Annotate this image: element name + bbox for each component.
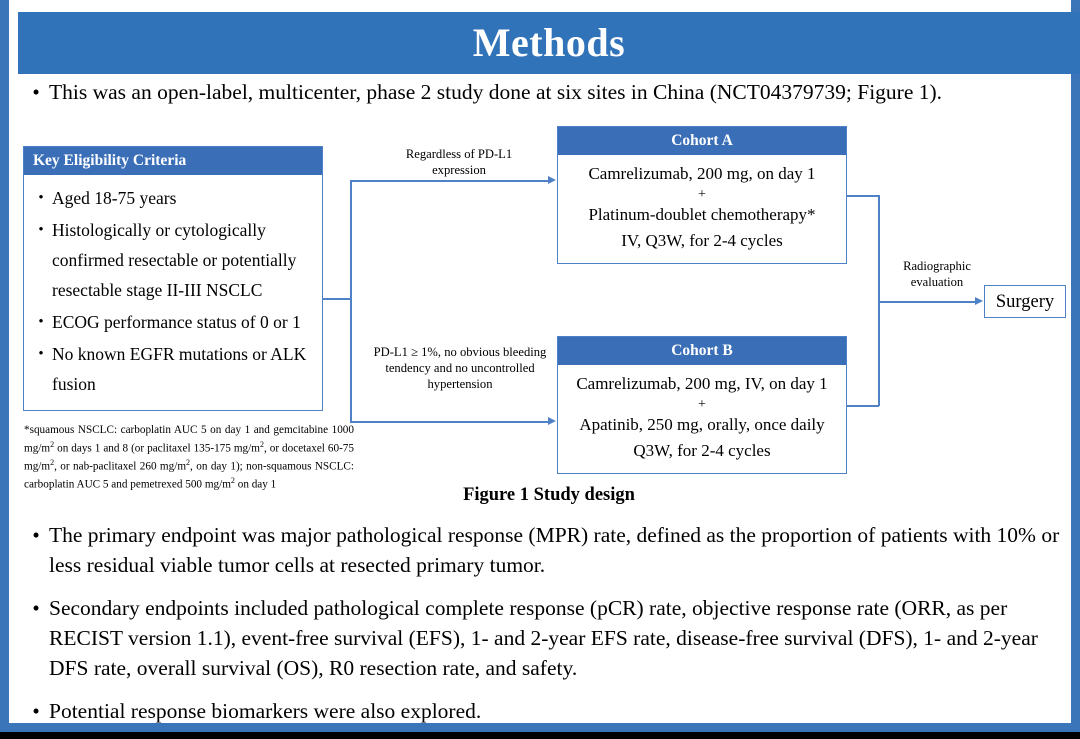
cohort-a-plus-symbol: + (698, 187, 706, 202)
surgery-box: Surgery (984, 285, 1066, 318)
connector-line (878, 301, 976, 303)
bullet-marker-icon: • (38, 314, 44, 330)
biomarkers-text: Potential response biomarkers were also … (49, 699, 482, 723)
bullet-marker-icon: • (32, 80, 40, 104)
cohort-a-line-1: Camrelizumab, 200 mg, on day 1 (588, 164, 816, 183)
eligibility-box-body: • Aged 18-75 years • Histologically or c… (24, 175, 322, 405)
arrow-head-icon (548, 176, 556, 184)
list-item: • Histologically or cytologically confir… (30, 215, 316, 305)
arrow-head-icon (548, 417, 556, 425)
eligibility-item-label: ECOG performance status of 0 or 1 (52, 312, 301, 332)
bullet-marker-icon: • (38, 222, 44, 238)
connector-line (847, 405, 879, 407)
intro-bullet-text: This was an open-label, multicenter, pha… (49, 80, 943, 104)
intro-bullet: • This was an open-label, multicenter, p… (23, 78, 1073, 106)
primary-endpoint-text: The primary endpoint was major pathologi… (49, 523, 1060, 577)
cohort-a-header: Cohort A (558, 127, 846, 155)
cohort-b-line-1: Camrelizumab, 200 mg, IV, on day 1 (576, 374, 828, 393)
connector-line (350, 180, 352, 422)
bullet-marker-icon: • (38, 346, 44, 362)
eligibility-criteria-box: Key Eligibility Criteria • Aged 18-75 ye… (23, 146, 323, 411)
chemotherapy-footnote: *squamous NSCLC: carboplatin AUC 5 on da… (24, 424, 354, 491)
connector-line (847, 195, 879, 197)
cohort-a-box: Cohort A Camrelizumab, 200 mg, on day 1 … (557, 126, 847, 264)
cohort-b-body: Camrelizumab, 200 mg, IV, on day 1 + Apa… (558, 365, 846, 470)
connector-line (323, 298, 351, 300)
eligibility-item-label: Aged 18-75 years (52, 188, 177, 208)
bullet-marker-icon: • (32, 699, 40, 723)
eligibility-item-label: Histologically or cytologically confirme… (52, 220, 297, 300)
surgery-label: Surgery (995, 291, 1055, 312)
list-item: • ECOG performance status of 0 or 1 (30, 307, 316, 337)
annotation-radiographic-evaluation: Radiographic evaluation (903, 259, 971, 289)
bullet-marker-icon: • (32, 523, 40, 547)
cohort-b-line-3: Q3W, for 2-4 cycles (633, 441, 771, 460)
cohort-a-line-3: IV, Q3W, for 2-4 cycles (621, 231, 783, 250)
bullet-marker-icon: • (38, 190, 44, 206)
secondary-endpoints-text: Secondary endpoints included pathologica… (49, 596, 1038, 680)
bullet-marker-icon: • (32, 596, 40, 620)
list-item: • Potential response biomarkers were als… (23, 696, 1075, 726)
cohort-b-plus-symbol: + (698, 397, 706, 412)
cohort-b-header: Cohort B (558, 337, 846, 365)
list-item: • No known EGFR mutations or ALK fusion (30, 339, 316, 399)
connector-line (350, 421, 549, 423)
cohort-a-line-2: Platinum-doublet chemotherapy* (588, 205, 816, 224)
connector-line (350, 180, 549, 182)
page-title: Methods (472, 20, 626, 65)
slide-title-bar: Methods (18, 12, 1080, 74)
cohort-b-box: Cohort B Camrelizumab, 200 mg, IV, on da… (557, 336, 847, 474)
list-item: • Aged 18-75 years (30, 183, 316, 213)
arrow-head-icon (975, 297, 983, 305)
eligibility-box-header: Key Eligibility Criteria (24, 147, 322, 175)
cohort-a-body: Camrelizumab, 200 mg, on day 1 + Platinu… (558, 155, 846, 260)
annotation-pdl1-threshold: PD-L1 ≥ 1%, no obvious bleeding tendency… (373, 345, 547, 391)
endpoints-bullet-list: • The primary endpoint was major patholo… (23, 520, 1075, 739)
cohort-b-line-2: Apatinib, 250 mg, orally, once daily (579, 415, 825, 434)
eligibility-item-label: No known EGFR mutations or ALK fusion (52, 344, 307, 394)
study-design-diagram: Key Eligibility Criteria • Aged 18-75 ye… (9, 118, 1080, 508)
list-item: • The primary endpoint was major patholo… (23, 520, 1075, 580)
annotation-pdl1-regardless: Regardless of PD-L1 expression (405, 147, 513, 177)
list-item: • Secondary endpoints included pathologi… (23, 593, 1075, 683)
connector-line (878, 195, 880, 406)
figure-caption: Figure 1 Study design (463, 485, 635, 505)
